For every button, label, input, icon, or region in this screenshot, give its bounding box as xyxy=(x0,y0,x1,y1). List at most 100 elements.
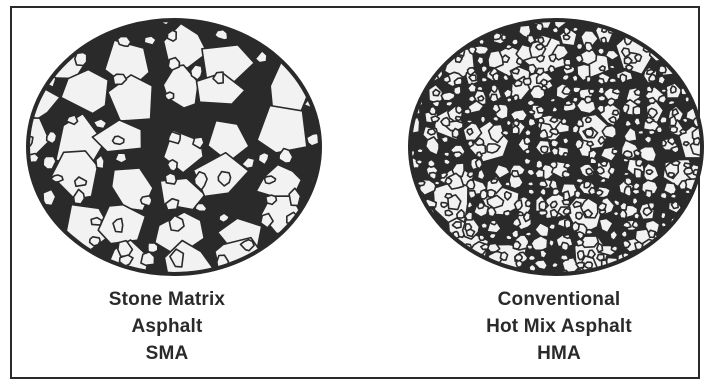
hma-aggregate-stone xyxy=(467,172,473,178)
hma-aggregate-stone xyxy=(505,182,511,186)
sma-aggregate-stone xyxy=(113,136,124,144)
hma-aggregate-stone xyxy=(624,186,631,196)
hma-aggregate-stone xyxy=(481,78,487,83)
hma-aggregate-stone xyxy=(572,75,578,82)
hma-aggregate-stone xyxy=(645,190,651,198)
hma-aggregate-stone xyxy=(586,168,593,174)
hma-aggregate-stone xyxy=(586,230,593,235)
hma-aggregate-stone xyxy=(539,181,548,187)
hma-aggregate-stone xyxy=(576,239,584,246)
hma-aggregate-stone xyxy=(640,147,657,162)
hma-aggregate-stone xyxy=(575,190,581,198)
hma-aggregate-stone xyxy=(668,100,675,105)
hma-aggregate-stone xyxy=(597,243,603,252)
sma-aggregate-stone xyxy=(91,218,102,226)
hma-aggregate-stone xyxy=(596,167,604,174)
hma-aggregate-stone xyxy=(464,109,471,115)
sma-aggregate-stone xyxy=(47,131,57,143)
hma-aggregate-stone xyxy=(478,203,485,209)
sma-cross-section xyxy=(24,16,324,278)
hma-aggregate-stone xyxy=(609,65,615,69)
hma-cross-section xyxy=(406,16,706,278)
hma-aggregate-stone xyxy=(477,86,484,91)
hma-aggregate-stone xyxy=(456,117,462,121)
hma-aggregate-stone xyxy=(601,37,606,43)
hma-aggregate-stone xyxy=(489,233,496,239)
hma-aggregate-stone xyxy=(416,160,423,165)
hma-aggregate-stone xyxy=(575,139,583,149)
hma-aggregate-stone xyxy=(528,189,535,194)
hma-aggregate-stone xyxy=(611,246,617,252)
hma-aggregate-stone xyxy=(524,78,531,84)
hma-aggregate-stone xyxy=(510,110,527,122)
hma-aggregate-stone xyxy=(576,213,583,220)
hma-aggregate-stone xyxy=(513,241,520,249)
hma-aggregate-stone xyxy=(564,163,571,168)
hma-aggregate-stone xyxy=(560,255,568,261)
hma-aggregate-stone xyxy=(670,116,677,125)
hma-aggregate-stone xyxy=(517,58,523,65)
hma-aggregate-stone xyxy=(589,188,596,195)
hma-aggregate-stone xyxy=(684,168,693,174)
hma-aggregate-stone xyxy=(612,149,618,154)
hma-aggregate-stone xyxy=(561,118,567,124)
hma-aggregate-stone xyxy=(514,80,522,86)
hma-aggregate-stone xyxy=(634,118,641,126)
hma-aggregate-stone xyxy=(552,106,558,112)
hma-aggregate-stone xyxy=(573,87,581,93)
hma-aggregate-stone xyxy=(671,86,676,93)
hma-aggregate-stone xyxy=(478,96,484,101)
hma-aggregate-stone xyxy=(441,203,447,208)
hma-aggregate-stone xyxy=(456,106,463,114)
hma-aggregate-stone xyxy=(406,117,412,123)
hma-aggregate-stone xyxy=(635,54,642,61)
hma-aggregate-stone xyxy=(480,116,485,124)
hma-aggregate-stone xyxy=(539,201,546,210)
hma-aggregate-stone xyxy=(564,234,570,238)
hma-aggregate-stone xyxy=(481,223,488,229)
hma-aggregate-stone xyxy=(680,129,686,134)
hma-label-line3: HMA xyxy=(394,340,707,367)
hma-aggregate-stone xyxy=(694,191,701,197)
hma-aggregate-stone xyxy=(525,149,531,154)
hma-aggregate-stone xyxy=(477,152,483,158)
hma-aggregate-stone xyxy=(445,194,452,199)
hma-panel: Conventional Hot Mix Asphalt HMA xyxy=(406,8,707,381)
hma-aggregate-stone xyxy=(428,129,436,135)
hma-aggregate-stone xyxy=(573,27,579,32)
hma-aggregate-stone xyxy=(585,129,593,137)
hma-aggregate-stone xyxy=(609,78,617,83)
hma-aggregate-stone xyxy=(564,35,570,40)
sma-aggregate-stone xyxy=(90,237,101,246)
hma-aggregate-stone xyxy=(660,117,668,124)
sma-aggregate-stone xyxy=(167,30,176,41)
hma-aggregate-stone xyxy=(504,211,510,216)
hma-aggregate-stone xyxy=(626,65,633,70)
hma-aggregate-stone xyxy=(612,110,618,115)
hma-aggregate-stone xyxy=(493,116,499,121)
hma-aggregate-stone xyxy=(633,106,641,115)
hma-aggregate-stone xyxy=(613,211,619,216)
hma-aggregate-stone xyxy=(648,98,656,104)
hma-aggregate-stone xyxy=(623,222,631,228)
hma-aggregate-stone xyxy=(598,87,605,94)
hma-aggregate-stone xyxy=(537,16,543,18)
hma-aggregate-stone xyxy=(622,104,628,113)
hma-aggregate-stone xyxy=(632,221,638,228)
hma-aggregate-stone xyxy=(587,142,593,147)
hma-aggregate-stone xyxy=(563,171,571,177)
hma-aggregate-stone xyxy=(578,251,584,260)
hma-aggregate-stone xyxy=(551,147,559,155)
hma-aggregate-stone xyxy=(512,126,519,134)
hma-aggregate-stone xyxy=(518,212,523,216)
hma-aggregate-stone xyxy=(552,263,559,268)
hma-aggregate-stone xyxy=(659,66,667,73)
hma-aggregate-stone xyxy=(625,178,632,185)
hma-aggregate-stone xyxy=(586,117,592,122)
hma-aggregate-stone xyxy=(563,208,570,214)
hma-aggregate-stone xyxy=(445,178,452,185)
hma-aggregate-stone xyxy=(656,127,663,133)
sma-aggregate-stone xyxy=(168,132,180,144)
hma-aggregate-stone xyxy=(589,150,597,159)
hma-aggregate-stone xyxy=(502,35,507,41)
